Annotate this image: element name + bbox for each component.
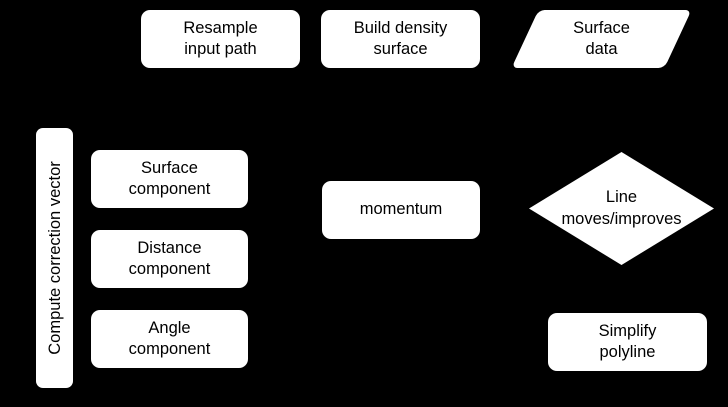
node-distance-component[interactable]: Distance component	[91, 230, 248, 288]
node-line-moves-improves[interactable]: Line moves/improves	[529, 152, 714, 265]
node-label: Simplify polyline	[598, 321, 657, 361]
node-build-density-surface[interactable]: Build density surface	[321, 10, 480, 68]
node-label: Line moves/improves	[561, 188, 682, 228]
node-label: Distance component	[128, 238, 211, 278]
lane-compute-correction-vector[interactable]: Compute correction vector	[36, 128, 73, 388]
node-simplify-polyline[interactable]: Simplify polyline	[548, 313, 707, 371]
node-resample-input-path[interactable]: Resample input path	[141, 10, 300, 68]
node-surface-data[interactable]: Surface data	[511, 10, 692, 68]
node-label: Build density surface	[353, 18, 448, 58]
node-label: Surface component	[128, 158, 211, 198]
lane-label: Compute correction vector	[45, 161, 64, 355]
node-momentum[interactable]: momentum	[322, 181, 480, 239]
node-label: Angle component	[128, 318, 211, 358]
node-label: momentum	[359, 200, 443, 219]
node-label: Resample input path	[183, 18, 258, 58]
node-angle-component[interactable]: Angle component	[91, 310, 248, 368]
node-label: Surface data	[573, 18, 630, 58]
node-surface-component[interactable]: Surface component	[91, 150, 248, 208]
